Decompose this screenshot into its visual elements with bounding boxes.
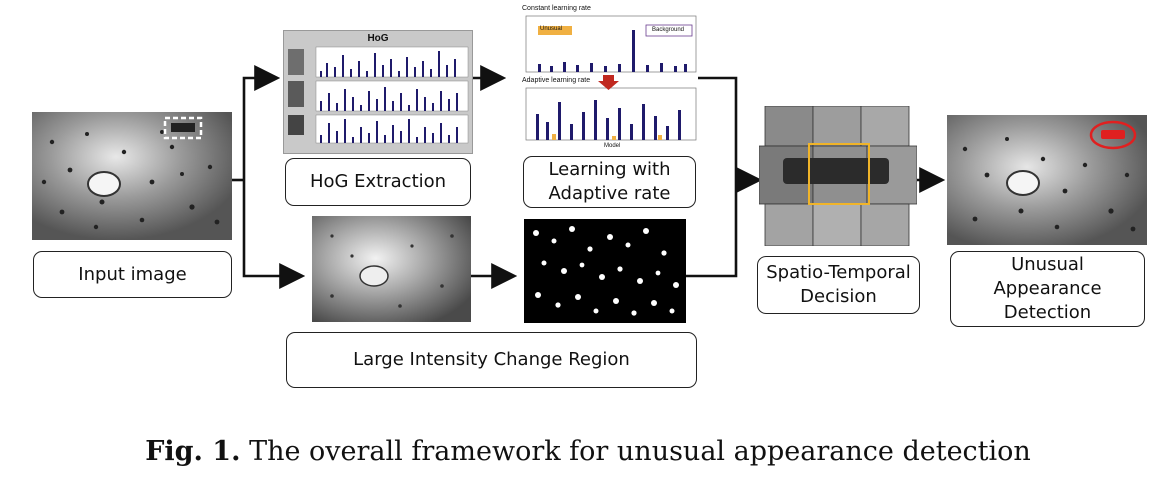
- detection-output-image: [947, 115, 1147, 245]
- arrow-to-intensity: [242, 180, 306, 289]
- learning-adaptive-box: Learning with Adaptive rate: [523, 156, 696, 208]
- arrow-to-hog: [242, 65, 281, 180]
- flow-arrows: [232, 65, 946, 289]
- background-tag: Background: [652, 27, 685, 33]
- caption-text: The overall framework for unusual appear…: [249, 436, 1031, 467]
- figure-caption: Fig. 1. The overall framework for unusua…: [0, 436, 1176, 467]
- framework-figure: Input image HoG: [32, 4, 1147, 388]
- intensity-frame-image: [312, 216, 471, 322]
- learning-rate-panel: Constant learning rate Adaptive learning…: [508, 4, 698, 154]
- input-image-box: Input image: [33, 251, 232, 298]
- hog-title: HoG: [367, 33, 389, 44]
- input-crowd-image: [32, 112, 232, 240]
- mask-wire: [686, 180, 738, 278]
- adaptive-rate-title: Adaptive learning rate: [522, 77, 591, 84]
- hog-extraction-box: HoG Extraction: [285, 158, 471, 206]
- model-axis-label: Model: [604, 143, 621, 149]
- intensity-mask-image: [524, 219, 686, 323]
- constant-rate-title: Constant learning rate: [522, 5, 591, 12]
- hog-histogram-panel: HoG: [283, 30, 473, 154]
- spatio-temporal-grid: [759, 106, 917, 246]
- intensity-change-box: Large Intensity Change Region: [286, 332, 697, 388]
- learning-wire: [697, 76, 738, 180]
- unusual-tag: Unusual: [540, 26, 563, 32]
- unusual-detection-box: Unusual Appearance Detection: [950, 251, 1145, 327]
- spatio-temporal-box: Spatio-Temporal Decision: [757, 256, 920, 314]
- caption-label: Fig. 1.: [145, 436, 241, 467]
